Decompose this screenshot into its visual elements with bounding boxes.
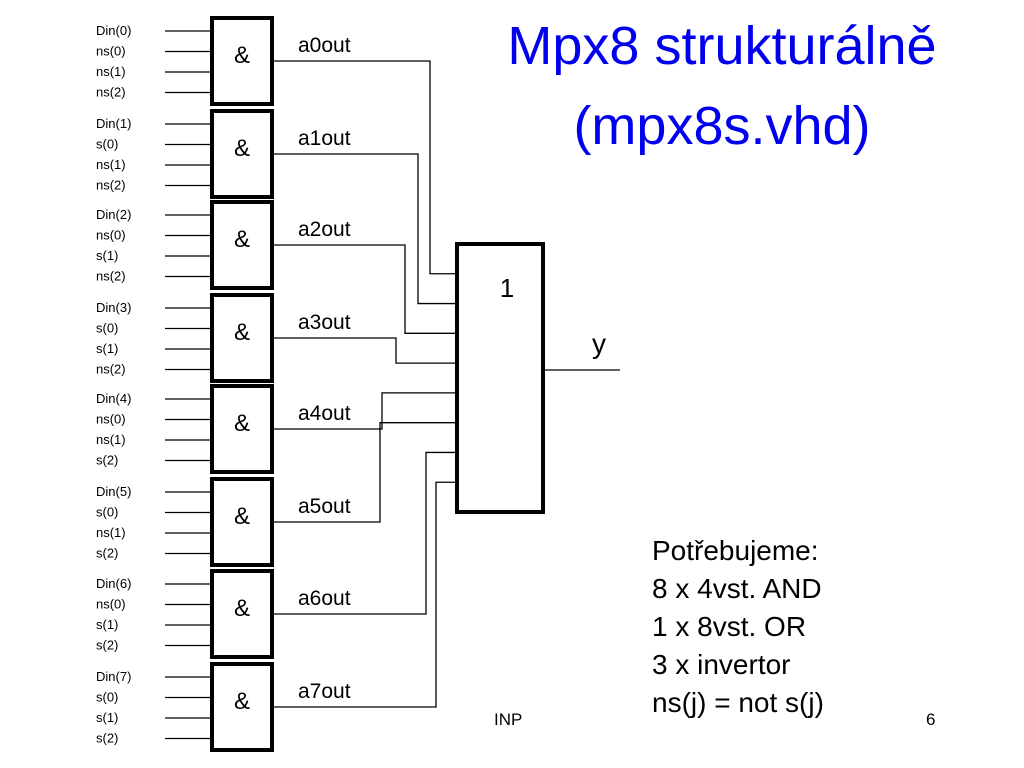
and-gate-0: Din(0) ns(0) ns(1) ns(2) & a0out: [96, 16, 351, 106]
input-label: ns(0): [96, 228, 126, 243]
output-label-y: y: [592, 328, 606, 359]
and-gate-symbol: &: [234, 688, 250, 715]
input-label: s(1): [96, 617, 118, 632]
input-label: ns(2): [96, 269, 126, 284]
input-label: Din(2): [96, 207, 131, 222]
or-gate-symbol: 1: [500, 273, 514, 303]
or-gate-body: [455, 242, 545, 514]
or-gate: 1: [455, 242, 545, 514]
and-gate-output-label: a6out: [298, 587, 351, 610]
output-wire: [272, 60, 457, 275]
input-label: s(2): [96, 638, 118, 653]
and-gate-5: Din(5) s(0) ns(1) s(2) & a5out: [96, 477, 351, 567]
and-gate-3: Din(3) s(0) s(1) ns(2) & a3out: [96, 293, 351, 383]
slide-title-line-1: Mpx8 strukturálně: [507, 16, 937, 76]
and-gate-6: Din(6) ns(0) s(1) s(2) & a6out: [96, 569, 351, 659]
input-label: Din(3): [96, 300, 131, 315]
and-gate-symbol: &: [234, 410, 250, 437]
input-label: s(0): [96, 137, 118, 152]
input-label: ns(2): [96, 362, 126, 377]
output-wire: [272, 244, 457, 334]
output-wire: [272, 422, 457, 523]
input-label: s(1): [96, 248, 118, 263]
input-label: ns(1): [96, 157, 126, 172]
and-gate-output-label: a5out: [298, 495, 351, 518]
input-label: Din(4): [96, 391, 131, 406]
and-gate-body: [210, 293, 274, 383]
input-label: Din(5): [96, 484, 131, 499]
input-label: Din(7): [96, 669, 131, 684]
and-gate-output-label: a4out: [298, 402, 351, 425]
and-gate-symbol: &: [234, 503, 250, 530]
input-label: s(0): [96, 505, 118, 520]
output-wire: [272, 337, 457, 364]
input-label: s(2): [96, 731, 118, 746]
page-number: 6: [926, 710, 936, 729]
output-wire: [272, 392, 457, 430]
and-gate-output-label: a7out: [298, 680, 351, 703]
input-label: s(0): [96, 690, 118, 705]
and-gate-body: [210, 200, 274, 290]
and-gate-7: Din(7) s(0) s(1) s(2) & a7out: [96, 662, 351, 752]
note-line-1: Potřebujeme:: [652, 535, 819, 566]
note-line-3: 1 x 8vst. OR: [652, 611, 807, 642]
and-gate-body: [210, 662, 274, 752]
input-label: ns(1): [96, 432, 126, 447]
input-label: ns(1): [96, 525, 126, 540]
and-gate-output-label: a2out: [298, 218, 351, 241]
output-wire: [272, 153, 457, 305]
wiring: [165, 30, 457, 740]
input-label: ns(0): [96, 597, 126, 612]
input-label: Din(1): [96, 116, 131, 131]
output-wire: [272, 481, 457, 708]
and-gate-symbol: &: [234, 226, 250, 253]
and-gate-symbol: &: [234, 135, 250, 162]
note-line-4: 3 x invertor: [652, 649, 791, 680]
input-label: ns(0): [96, 412, 126, 427]
and-gate-2: Din(2) ns(0) s(1) ns(2) & a2out: [96, 200, 351, 290]
input-label: s(1): [96, 710, 118, 725]
note-line-2: 8 x 4vst. AND: [652, 573, 822, 604]
input-label: ns(0): [96, 44, 126, 59]
and-gate-body: [210, 384, 274, 474]
and-gate-symbol: &: [234, 595, 250, 622]
slide-title-line-2: (mpx8s.vhd): [573, 96, 871, 156]
input-label: Din(0): [96, 23, 131, 38]
input-label: s(0): [96, 321, 118, 336]
and-gate-body: [210, 109, 274, 199]
input-label: s(1): [96, 341, 118, 356]
and-gate-symbol: &: [234, 42, 250, 69]
and-gate-symbol: &: [234, 319, 250, 346]
output-wire: [272, 451, 457, 615]
footer-label: INP: [494, 710, 523, 729]
and-gate-output-label: a3out: [298, 311, 351, 334]
and-gate-4: Din(4) ns(0) ns(1) s(2) & a4out: [96, 384, 351, 474]
input-label: Din(6): [96, 576, 131, 591]
input-label: ns(2): [96, 85, 126, 100]
and-gate-output-label: a0out: [298, 34, 351, 57]
and-gate-body: [210, 16, 274, 106]
and-gate-body: [210, 477, 274, 567]
note-line-5: ns(j) = not s(j): [652, 687, 824, 718]
input-label: ns(1): [96, 64, 126, 79]
and-gate-output-label: a1out: [298, 127, 351, 150]
input-label: ns(2): [96, 178, 126, 193]
input-label: s(2): [96, 546, 118, 561]
input-label: s(2): [96, 453, 118, 468]
and-gate-body: [210, 569, 274, 659]
and-gate-1: Din(1) s(0) ns(1) ns(2) & a1out: [96, 109, 351, 199]
